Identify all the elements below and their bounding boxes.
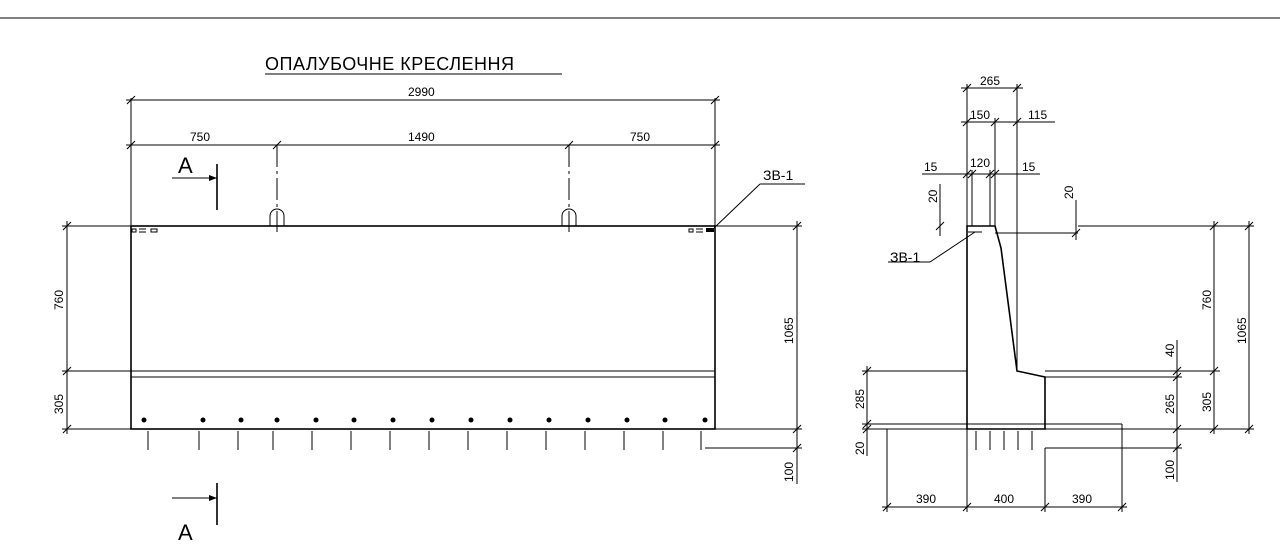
lifting-loop-right xyxy=(561,208,577,226)
dim-20-left: 20 xyxy=(926,189,940,203)
dim-overall-2990: 2990 xyxy=(408,85,435,99)
lifting-loop-left xyxy=(269,208,285,226)
dim-middle-1490: 1490 xyxy=(408,130,435,144)
dim-390-left: 390 xyxy=(916,492,936,506)
embedded-part-marks xyxy=(131,228,714,233)
dowel-marks xyxy=(141,417,708,450)
dim-760-side: 760 xyxy=(1200,290,1214,310)
section-profile-outline xyxy=(966,225,1046,430)
dim-265-top: 265 xyxy=(980,74,1000,88)
dim-120: 120 xyxy=(970,156,990,170)
dim-20-right: 20 xyxy=(1062,185,1076,199)
dim-100-side: 100 xyxy=(1163,460,1177,480)
dim-40: 40 xyxy=(1163,343,1177,357)
dim-265-side: 265 xyxy=(1163,394,1177,414)
dim-right-100: 100 xyxy=(782,462,796,482)
dim-15-left: 15 xyxy=(924,160,938,174)
drawing-title: ОПАЛУБОЧНЕ КРЕСЛЕННЯ xyxy=(265,54,515,74)
dim-400: 400 xyxy=(994,492,1014,506)
dim-20-bottom: 20 xyxy=(853,441,867,455)
dim-305-side: 305 xyxy=(1200,392,1214,412)
dim-right-750: 750 xyxy=(630,130,650,144)
dim-right-1065: 1065 xyxy=(782,317,796,344)
section-view: 265 150 115 15 120 15 20 20 ЗВ-1 xyxy=(853,74,1254,512)
wall-panel-outline xyxy=(130,225,716,430)
dim-285: 285 xyxy=(853,389,867,409)
dim-15-right: 15 xyxy=(1022,160,1036,174)
front-view: 2990 750 1490 750 ЗВ-1 xyxy=(52,85,805,545)
dim-left-750: 750 xyxy=(190,130,210,144)
section-label-bottom: А xyxy=(178,520,193,545)
embedded-part-label: ЗВ-1 xyxy=(763,167,793,183)
section-embedded-part-label: ЗВ-1 xyxy=(890,249,920,265)
dim-150: 150 xyxy=(970,108,990,122)
dim-390-right: 390 xyxy=(1072,492,1092,506)
dim-left-305: 305 xyxy=(52,394,66,414)
dim-1065-side: 1065 xyxy=(1235,317,1249,344)
dim-left-760: 760 xyxy=(52,290,66,310)
dim-115: 115 xyxy=(1028,108,1047,122)
section-label-top: А xyxy=(178,153,193,178)
